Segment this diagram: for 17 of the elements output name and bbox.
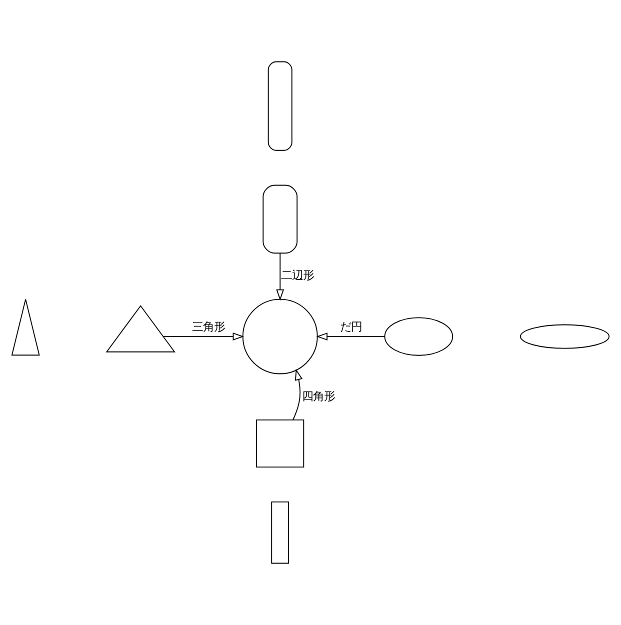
edge-label: 二辺形 <box>281 269 314 282</box>
edge-label: だ円 <box>340 320 362 334</box>
arrow <box>316 332 385 340</box>
node-capsule <box>262 184 298 254</box>
edge-label: 三角形 <box>192 320 226 334</box>
arrow <box>162 332 244 340</box>
node-ellipse <box>520 324 610 349</box>
edge-label: 四角形 <box>302 390 335 403</box>
arrow <box>276 252 284 301</box>
arrow <box>292 368 303 420</box>
node-capsule <box>268 61 292 151</box>
node-triangle <box>106 305 176 352</box>
node-circle <box>242 298 318 374</box>
node-ellipse <box>384 317 454 356</box>
node-triangle <box>11 298 40 356</box>
node-box <box>256 419 304 468</box>
node-bar <box>271 501 290 564</box>
